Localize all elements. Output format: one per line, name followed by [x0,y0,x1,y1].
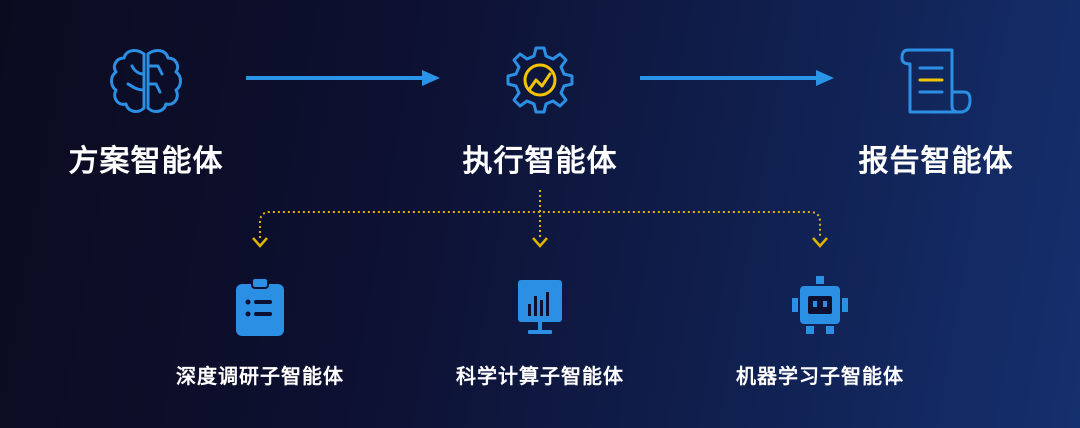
deep-research-label: 深度调研子智能体 [176,364,344,388]
brain-icon [110,49,182,113]
subagent-machine-learning: 机器学习子智能体 [720,276,920,396]
gear-chart-icon [506,46,574,114]
scroll-document-icon [900,48,972,114]
robot-icon [792,276,848,334]
report-agent-label: 报告智能体 [858,144,1014,179]
plan-agent-label: 方案智能体 [68,144,224,179]
machine-learning-label: 机器学习子智能体 [736,364,904,388]
arrow-plan-to-exec [246,70,440,86]
branch-connector [259,190,821,238]
subagent-scientific-computing: 科学计算子智能体 [440,276,640,396]
clipboard-list-icon [236,277,284,336]
node-report: 报告智能体 [850,40,1022,180]
scientific-computing-label: 科学计算子智能体 [456,364,624,388]
monitor-chart-icon [518,280,562,334]
node-plan: 方案智能体 [60,40,232,180]
arrow-exec-to-report [640,70,834,86]
exec-agent-label: 执行智能体 [462,144,618,179]
node-exec: 执行智能体 [454,40,626,180]
branch-arrowheads [252,237,828,248]
subagent-deep-research: 深度调研子智能体 [160,276,360,396]
